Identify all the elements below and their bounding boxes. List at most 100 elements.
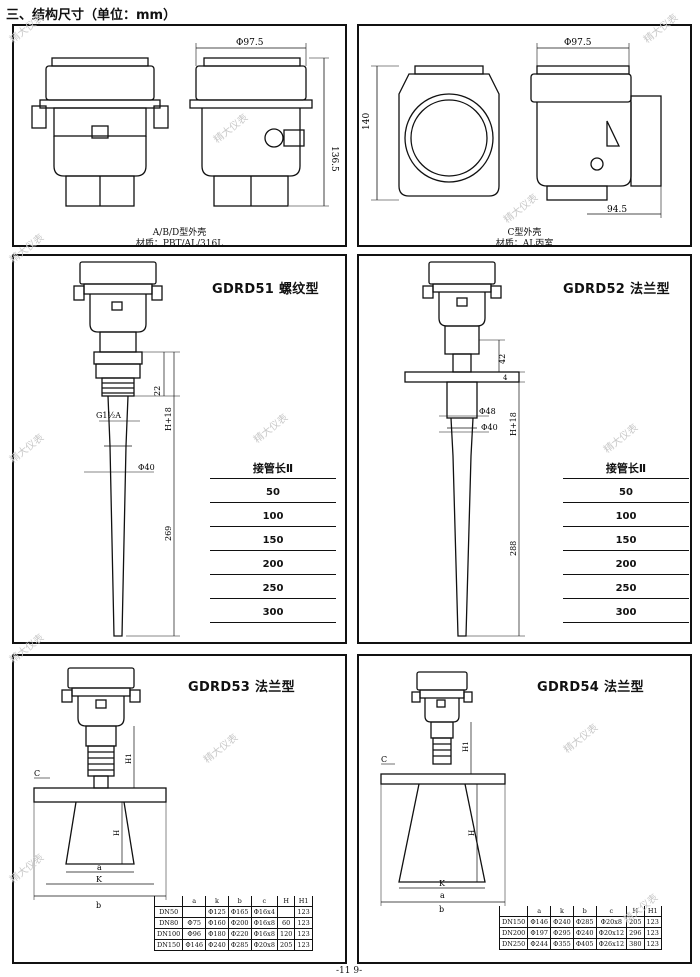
gdrd52-title: GDRD52 法兰型	[563, 282, 670, 297]
table-row: 250	[210, 575, 336, 599]
gdrd54-dim-h: H	[468, 830, 476, 836]
gdrd53-dim-c: C	[34, 769, 40, 778]
panel-gdrd53: C H1 H a K b GDRD53 法兰型 a k b c H H1 DN5…	[12, 654, 347, 964]
gdrd51-dim-22: 22	[153, 386, 162, 396]
table-row: 100	[210, 503, 336, 527]
table-cell: Φ16x8	[250, 928, 278, 940]
table-row: 150	[563, 527, 689, 551]
housing-c-dim-height: 140	[362, 113, 372, 130]
table-row: 200	[563, 551, 689, 575]
table-cell: Φ244	[527, 938, 552, 950]
gdrd54-dim-h1: H1	[462, 741, 470, 752]
gdrd52-dim-h18: H+18	[509, 412, 518, 436]
gdrd52-dim-42: 42	[498, 354, 507, 364]
table-row: 300	[210, 599, 336, 623]
gdrd54-dim-b: b	[439, 905, 444, 914]
table-cell: Φ285	[572, 916, 597, 928]
panel-gdrd54: C H1 H a K b GDRD54 法兰型 a k b c H H1 DN1…	[357, 654, 692, 964]
housing-c-dim-depth: 94.5	[607, 205, 627, 215]
table-cell: Φ285	[227, 939, 252, 951]
gdrd53-dim-h: H	[113, 830, 121, 836]
housing-c-name: C型外壳	[507, 228, 542, 238]
table-cell: DN80	[153, 917, 184, 929]
gdrd52-dim-4: 4	[503, 374, 508, 382]
table-header: H1	[294, 896, 313, 907]
table-header: a	[182, 896, 207, 907]
table-cell: Φ405	[572, 938, 597, 950]
table-cell: Φ200	[227, 917, 252, 929]
panel-housing-abd: Φ97.5 136.5 A/B/D型外壳 材质：PBT/AL/316L	[12, 24, 347, 249]
table-header: H	[276, 896, 296, 907]
table-header	[153, 896, 184, 907]
table-row: 100	[563, 503, 689, 527]
gdrd53-dim-h1: H1	[125, 753, 133, 764]
table-cell: Φ240	[550, 916, 574, 928]
gdrd53-dim-b: b	[96, 901, 101, 910]
table-cell: DN150	[498, 916, 529, 928]
housing-abd-dim-width: Φ97.5	[236, 38, 264, 48]
table-cell: 123	[294, 928, 313, 940]
table-cell: Φ75	[182, 917, 207, 929]
table-cell: Φ220	[227, 928, 252, 940]
table-row: 150	[210, 527, 336, 551]
table-cell: Φ165	[227, 906, 252, 918]
table-row: 300	[563, 599, 689, 623]
table-cell: Φ240	[572, 927, 597, 939]
table-row: 50	[210, 479, 336, 503]
gdrd51-title: GDRD51 螺纹型	[212, 282, 319, 297]
table-header: b	[572, 906, 597, 917]
panel-housing-c: Φ97.5 140 94.5 C型外壳 材质：AL丙室	[357, 24, 692, 249]
housing-abd-dim-height: 136.5	[329, 146, 339, 172]
table-cell: 380	[626, 938, 645, 950]
table-cell: DN200	[498, 927, 529, 939]
table-cell: 123	[294, 939, 313, 951]
table-cell: Φ26x12	[595, 938, 628, 950]
table-cell: 205	[276, 939, 296, 951]
table-header: k	[205, 896, 229, 907]
table-cell: Φ355	[550, 938, 574, 950]
table-cell: Φ240	[205, 939, 229, 951]
gdrd54-drawing: C H1 H a K b	[380, 671, 506, 914]
gdrd52-dim-phi40: Φ40	[481, 423, 498, 432]
gdrd52-pipe-table: 接管长Ⅱ 50 100 150 200 250 300	[563, 458, 689, 623]
table-cell: 60	[276, 917, 296, 929]
gdrd52-table-header: 接管长Ⅱ	[563, 458, 689, 479]
table-cell: Φ146	[527, 916, 552, 928]
gdrd54-title: GDRD54 法兰型	[537, 680, 644, 695]
table-cell: 123	[643, 938, 662, 950]
gdrd51-table-header: 接管长Ⅱ	[210, 458, 336, 479]
housing-c-material: 材质：AL丙室	[495, 239, 554, 249]
gdrd51-dim-thread: G1½A	[96, 411, 121, 420]
table-cell: Φ125	[205, 906, 229, 918]
table-cell: Φ20x8	[250, 939, 278, 951]
table-cell: 123	[294, 906, 313, 918]
table-cell: DN250	[498, 938, 529, 950]
table-header: b	[227, 896, 252, 907]
gdrd51-dim-h18: H+18	[164, 407, 173, 431]
table-cell: Φ197	[527, 927, 552, 939]
table-cell: 123	[643, 916, 662, 928]
table-header: c	[250, 896, 278, 907]
table-cell: 123	[643, 927, 662, 939]
gdrd53-dim-k: K	[96, 875, 103, 884]
gdrd54-dim-a: a	[440, 891, 445, 900]
table-cell: DN50	[153, 906, 184, 918]
table-cell: Φ180	[205, 928, 229, 940]
table-cell: Φ96	[182, 928, 207, 940]
table-row: 250	[563, 575, 689, 599]
gdrd54-dim-k: K	[439, 879, 446, 888]
panel-gdrd51: 22 G1½A H+18 Φ40 269 GDRD51 螺纹型 接管长Ⅱ 50 …	[12, 254, 347, 644]
table-cell: DN150	[153, 939, 184, 951]
gdrd51-dim-length: 269	[164, 526, 173, 541]
housing-c-dim-width: Φ97.5	[564, 38, 592, 48]
table-cell	[182, 906, 207, 918]
